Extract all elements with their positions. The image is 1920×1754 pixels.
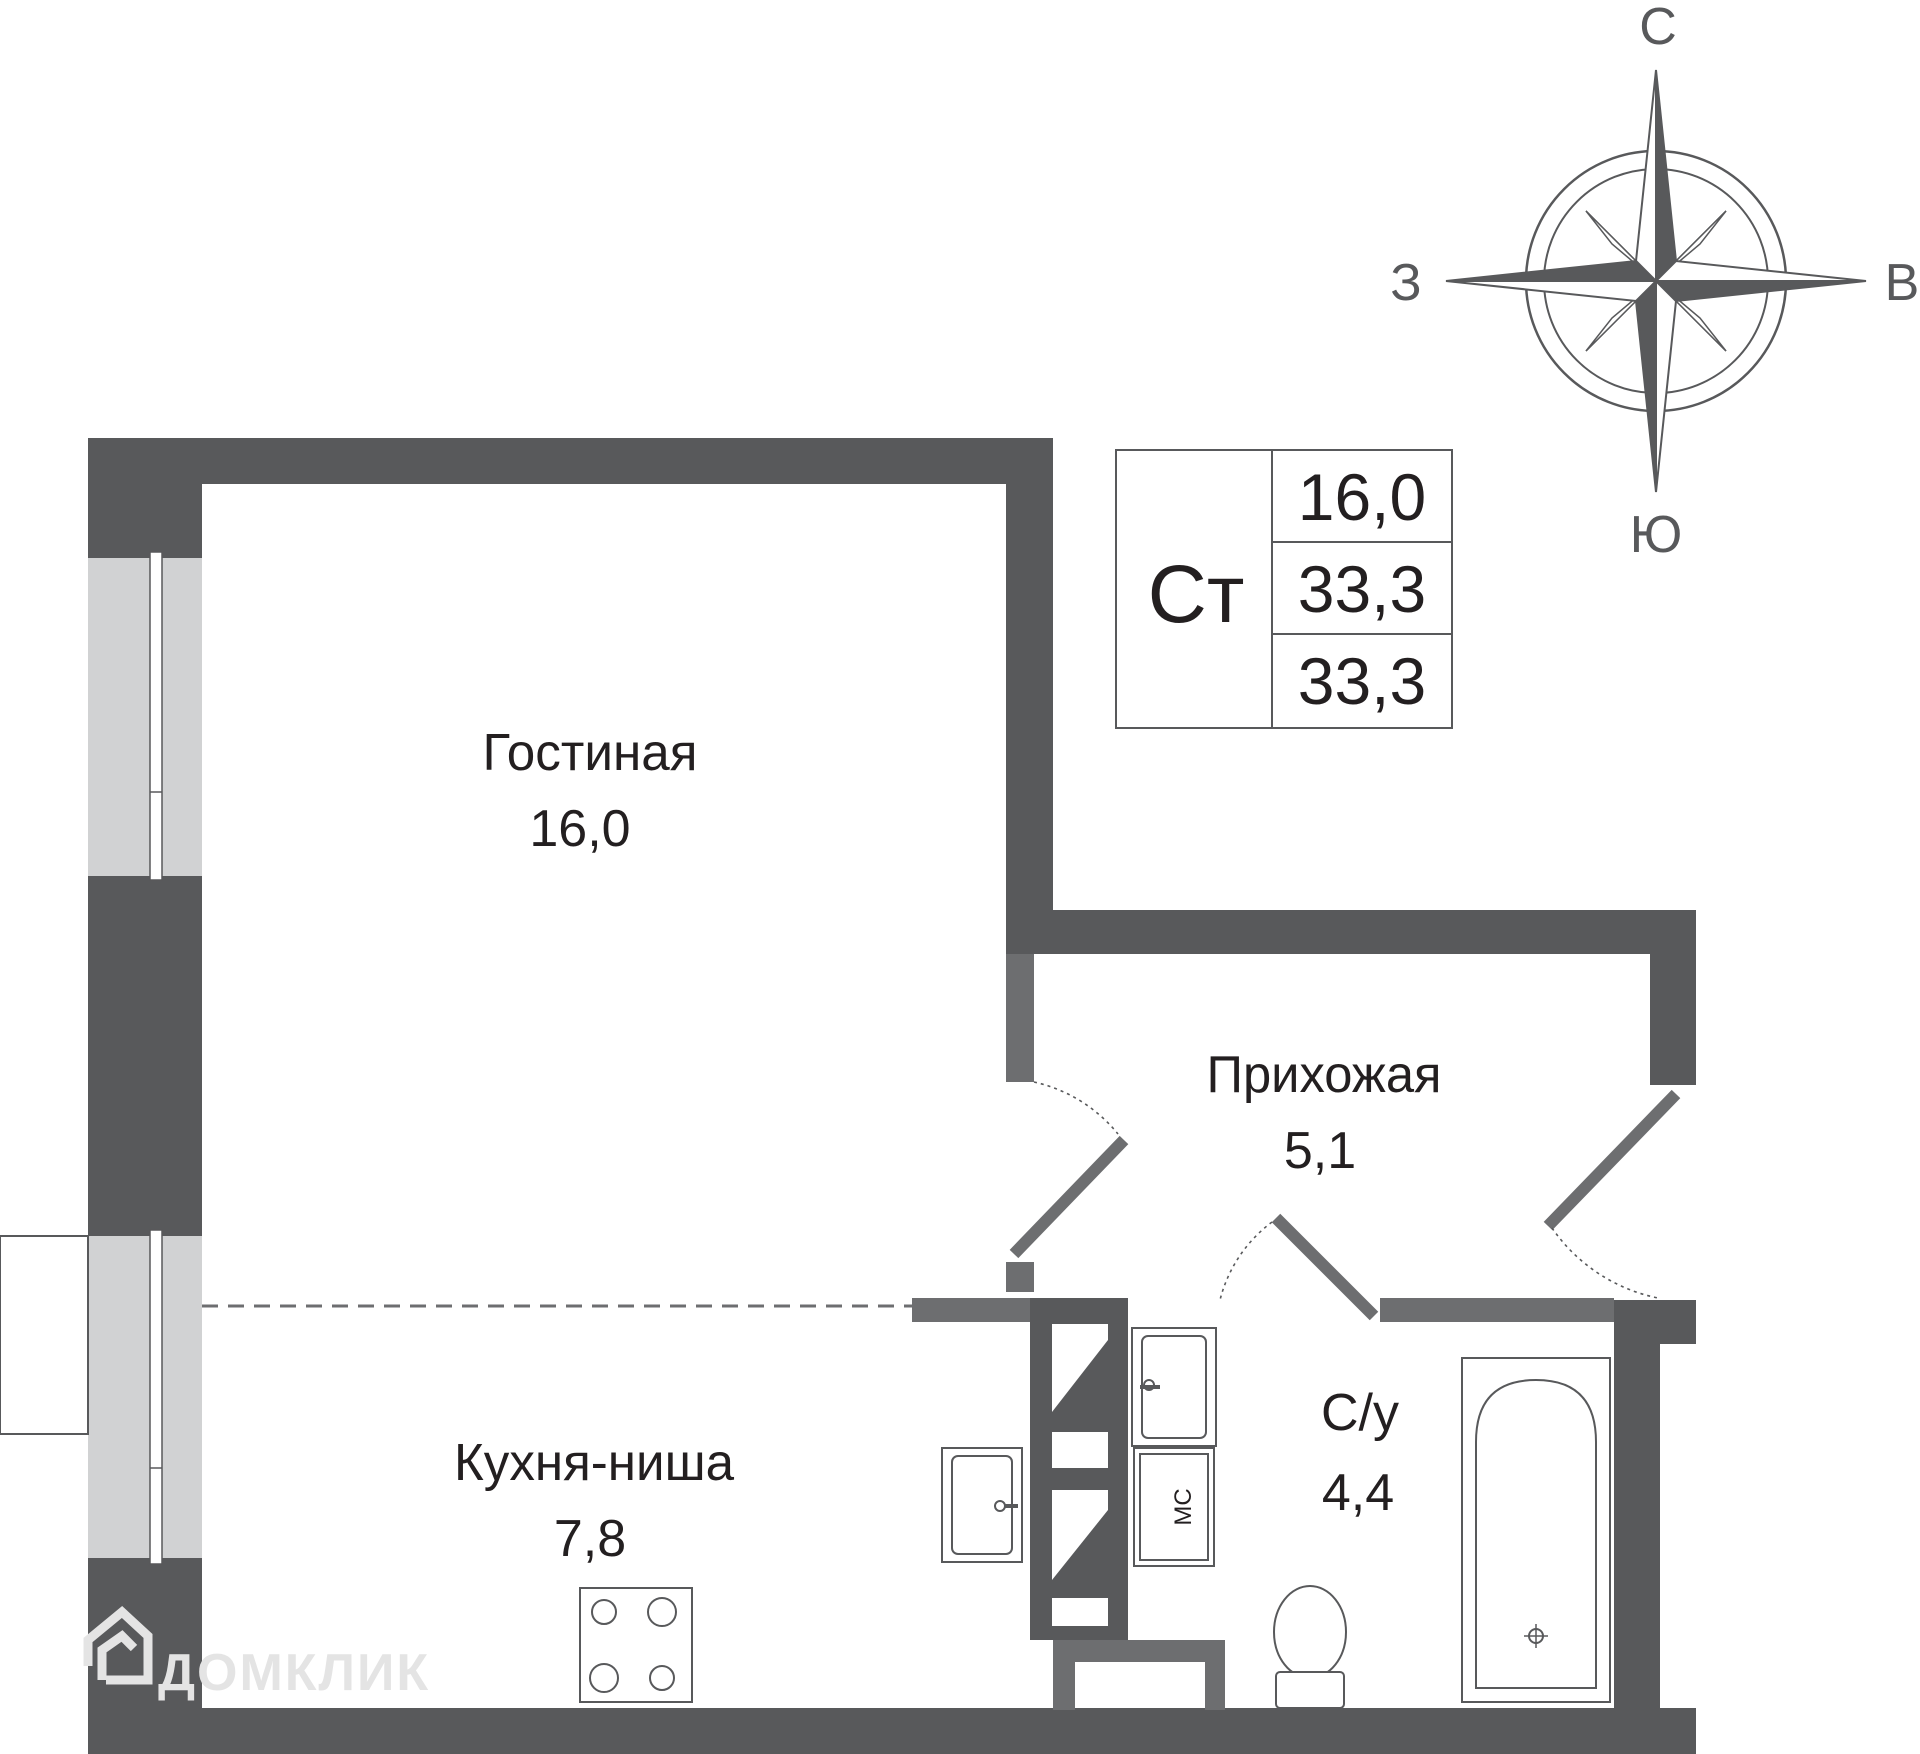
- shelf-unit: [1030, 1298, 1128, 1640]
- doors: [202, 1081, 1681, 1321]
- room-label-bathroom: С/у 4,4: [1321, 1384, 1399, 1522]
- area-summary-table: Ст 16,0 33,3 33,3: [1115, 449, 1453, 729]
- compass-west: З: [1390, 254, 1421, 312]
- room-name: Гостиная: [483, 724, 698, 782]
- apartment-type: Ст: [1148, 549, 1245, 640]
- room-name: С/у: [1321, 1384, 1399, 1442]
- compass-rose: С Ю З В: [1390, 0, 1919, 564]
- compass-north: С: [1639, 0, 1677, 56]
- compass-south: Ю: [1630, 506, 1683, 564]
- kitchen-sink: [941, 1447, 1023, 1563]
- watermark: ДОМКЛИК: [83, 1606, 430, 1702]
- windows: [0, 551, 202, 1565]
- room-label-living: Гостиная 16,0: [483, 724, 698, 858]
- room-area: 7,8: [554, 1510, 626, 1568]
- room-area: 16,0: [529, 800, 630, 858]
- toilet: [1273, 1585, 1347, 1709]
- room-label-kitchen: Кухня-ниша 7,8: [454, 1434, 734, 1568]
- watermark-text: ДОМКЛИК: [158, 1644, 430, 1702]
- room-name: Кухня-ниша: [454, 1434, 734, 1492]
- room-label-hallway: Прихожая 5,1: [1207, 1046, 1442, 1180]
- room-area: 4,4: [1322, 1464, 1394, 1522]
- room-name: Прихожая: [1207, 1046, 1442, 1104]
- cooktop: [579, 1587, 693, 1703]
- bathtub: [1461, 1357, 1611, 1703]
- domclick-logo-icon: [83, 1606, 153, 1685]
- walls: [88, 438, 1696, 1754]
- living-area-value: 16,0: [1298, 460, 1426, 534]
- bathroom-sink: [1131, 1327, 1217, 1447]
- compass-star: [1445, 69, 1867, 493]
- washer-label: МС: [1170, 1488, 1197, 1525]
- total-area-value: 33,3: [1298, 552, 1426, 626]
- room-area: 5,1: [1284, 1122, 1356, 1180]
- total-area-alt-value: 33,3: [1298, 644, 1426, 718]
- washing-machine: МС: [1133, 1447, 1215, 1567]
- compass-east: В: [1885, 254, 1920, 312]
